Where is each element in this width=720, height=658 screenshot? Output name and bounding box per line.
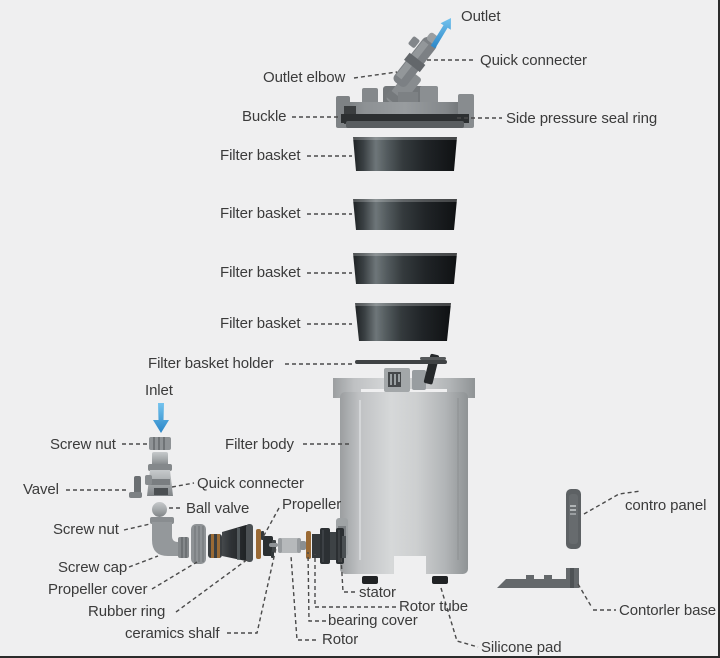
contro-panel-part bbox=[566, 489, 581, 549]
inlet-arrow-icon bbox=[153, 403, 169, 433]
leader-screw-cap bbox=[128, 555, 159, 568]
ball-valve-part bbox=[152, 502, 167, 517]
label-screw-nut-bottom: Screw nut bbox=[53, 521, 119, 538]
screw-nut-top-part bbox=[149, 437, 171, 450]
quick-connecter-bottom-part bbox=[145, 452, 173, 496]
label-outlet-elbow: Outlet elbow bbox=[263, 69, 346, 86]
label-contorler-base: Contorler base bbox=[619, 602, 716, 619]
leader-bearing-cover bbox=[307, 551, 326, 622]
label-side-pressure-seal-ring: Side pressure seal ring bbox=[506, 110, 658, 127]
label-ceramics-shalf: ceramics shalf bbox=[125, 625, 220, 642]
label-outlet: Outlet bbox=[461, 8, 501, 25]
leader-screw-nut-bottom bbox=[123, 523, 151, 531]
label-ball-valve: Ball valve bbox=[186, 500, 250, 517]
label-screw-cap: Screw cap bbox=[58, 559, 128, 576]
label-vavel: Vavel bbox=[23, 481, 59, 498]
leader-lines bbox=[66, 59, 642, 648]
bearing-cover-part bbox=[306, 531, 311, 559]
pump-head-part bbox=[336, 32, 474, 128]
label-silicone-pad: Silicone pad bbox=[481, 639, 562, 656]
vavel-part bbox=[129, 476, 142, 498]
bearing-ring-front-part bbox=[256, 529, 261, 559]
rotor-housing-part bbox=[208, 524, 253, 562]
label-inlet: Inlet bbox=[145, 382, 173, 399]
filter-basket-4-part bbox=[355, 303, 451, 341]
propeller-cover-part bbox=[191, 524, 206, 564]
leader-quick-connecter-bottom bbox=[171, 482, 195, 488]
label-quick-connecter-bottom: Quick connecter bbox=[197, 475, 304, 492]
label-screw-nut-top: Screw nut bbox=[50, 436, 116, 453]
side-pressure-seal-ring-part bbox=[341, 114, 469, 123]
label-filter-basket-2: Filter basket bbox=[220, 205, 301, 222]
label-quick-connecter-top: Quick connecter bbox=[480, 52, 587, 69]
filter-basket-1-part bbox=[353, 137, 457, 171]
leader-contorler-base bbox=[577, 583, 616, 611]
label-propeller: Propeller bbox=[282, 496, 342, 513]
leader-rotor bbox=[290, 555, 316, 641]
leader-propeller-cover bbox=[151, 561, 198, 590]
label-rubber-ring: Rubber ring bbox=[88, 603, 166, 620]
leader-silicone-pad bbox=[440, 587, 479, 648]
filter-body-part bbox=[333, 353, 475, 584]
silicone-pad-left-part bbox=[362, 576, 378, 584]
rotor-tube-stator-part bbox=[312, 528, 346, 564]
leader-outlet-elbow bbox=[353, 71, 398, 79]
label-propeller-cover: Propeller cover bbox=[48, 581, 148, 598]
contorler-base-part bbox=[497, 568, 579, 588]
label-rotor: Rotor bbox=[322, 631, 359, 648]
outlet-arrow-icon bbox=[430, 18, 451, 49]
leader-rotor-tube bbox=[314, 554, 396, 608]
leader-ceramics-shalf bbox=[227, 547, 277, 634]
label-filter-basket-4: Filter basket bbox=[220, 315, 301, 332]
filter-basket-2-part bbox=[353, 199, 457, 230]
rotor-part bbox=[278, 538, 306, 553]
screw-cap-part bbox=[178, 537, 189, 558]
filter-basket-3-part bbox=[353, 253, 457, 284]
label-filter-body: Filter body bbox=[225, 436, 294, 453]
leader-stator bbox=[340, 556, 355, 593]
ceramics-shaft-part bbox=[269, 543, 278, 547]
label-buckle: Buckle bbox=[242, 108, 287, 125]
label-filter-basket-1: Filter basket bbox=[220, 147, 301, 164]
filter-basket-holder-part bbox=[355, 357, 447, 364]
rubber-ring-part bbox=[211, 534, 214, 558]
screw-nut-elbow-part bbox=[150, 517, 189, 558]
silicone-pad-right-part bbox=[432, 576, 448, 584]
label-filter-basket-holder: Filter basket holder bbox=[148, 355, 274, 372]
label-stator: stator bbox=[359, 584, 396, 601]
label-contro-panel: contro panel bbox=[625, 497, 707, 514]
leader-rubber-ring bbox=[175, 558, 249, 613]
leader-propeller bbox=[261, 507, 280, 540]
label-filter-basket-3: Filter basket bbox=[220, 264, 301, 281]
label-rotor-tube: Rotor tube bbox=[399, 598, 469, 615]
quick-connecter-top-part bbox=[393, 32, 440, 87]
label-bearing-cover: bearing cover bbox=[328, 612, 418, 629]
